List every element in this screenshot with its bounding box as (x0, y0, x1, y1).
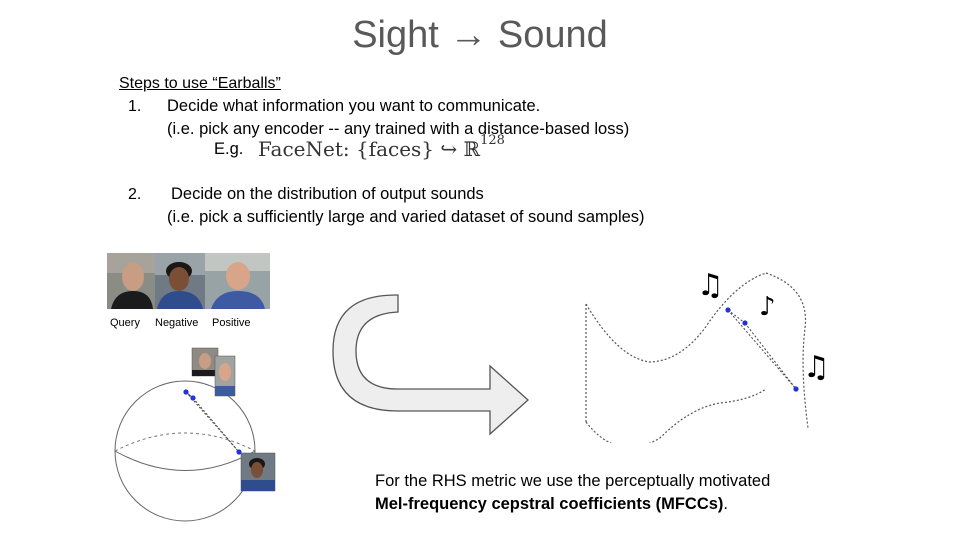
slide-title: Sight → Sound (352, 14, 608, 56)
negative-face-image (155, 253, 205, 309)
music-note-icon-3: ♫ (803, 350, 830, 385)
embedding-sphere-diagram (114, 347, 276, 522)
mfcc-bold-text: Mel-frequency cepstral coefficients (MFC… (375, 495, 724, 513)
curved-arrow (332, 294, 529, 436)
formula-superscript: 128 (480, 133, 505, 148)
sphere-equator-back (114, 432, 256, 452)
curved-arrow-shape (332, 294, 529, 436)
sound-distance-line-c (727, 309, 746, 324)
sphere-face-thumbnail-3 (240, 452, 276, 492)
step2-text: Decide on the distribution of output sou… (171, 185, 484, 203)
sphere-face-thumbnail-1 (191, 347, 219, 377)
label-negative: Negative (155, 317, 199, 329)
footer-line-1: For the RHS metric we use the perceptual… (375, 472, 771, 490)
step1-text: Decide what information you want to comm… (167, 97, 541, 115)
footer-line-2: Mel-frequency cepstral coefficients (MFC… (375, 495, 728, 514)
positive-point (190, 395, 196, 401)
sound-manifold-diagram (585, 272, 809, 443)
label-query: Query (110, 317, 140, 329)
step1-detail: (i.e. pick any encoder -- any trained wi… (167, 120, 630, 138)
sound-point-positive (742, 320, 748, 326)
query-face-image (107, 253, 155, 309)
step2-detail: (i.e. pick a sufficiently large and vari… (167, 208, 645, 226)
step1-number: 1. (128, 98, 142, 115)
manifold-bottom-edge (585, 388, 767, 443)
sphere-face-thumbnail-2 (214, 355, 236, 397)
formula-text: FaceNet: {faces} ↪ ℝ (258, 137, 481, 161)
sphere-equator-front (114, 450, 256, 471)
manifold-top-edge (585, 272, 767, 363)
facenet-formula: FaceNet: {faces} ↪ ℝ128 (258, 133, 505, 161)
distance-line-a (185, 391, 240, 453)
query-point (183, 389, 189, 395)
sound-distance-line-a (727, 309, 797, 390)
step2-number: 2. (128, 186, 142, 203)
sphere-outline (114, 380, 256, 522)
footer-period: . (723, 495, 729, 513)
sound-distance-line-b (744, 322, 797, 390)
sound-point-query (725, 307, 731, 313)
negative-point (236, 449, 242, 455)
music-note-icon-1: ♫ (697, 268, 724, 303)
example-prefix: E.g. (214, 140, 244, 158)
music-note-icon-2: ♪ (759, 292, 776, 322)
distance-line-b (192, 397, 240, 453)
sound-point-negative (793, 386, 799, 392)
steps-heading: Steps to use “Earballs” (119, 75, 281, 92)
label-positive: Positive (212, 317, 251, 329)
positive-face-image (205, 253, 270, 309)
